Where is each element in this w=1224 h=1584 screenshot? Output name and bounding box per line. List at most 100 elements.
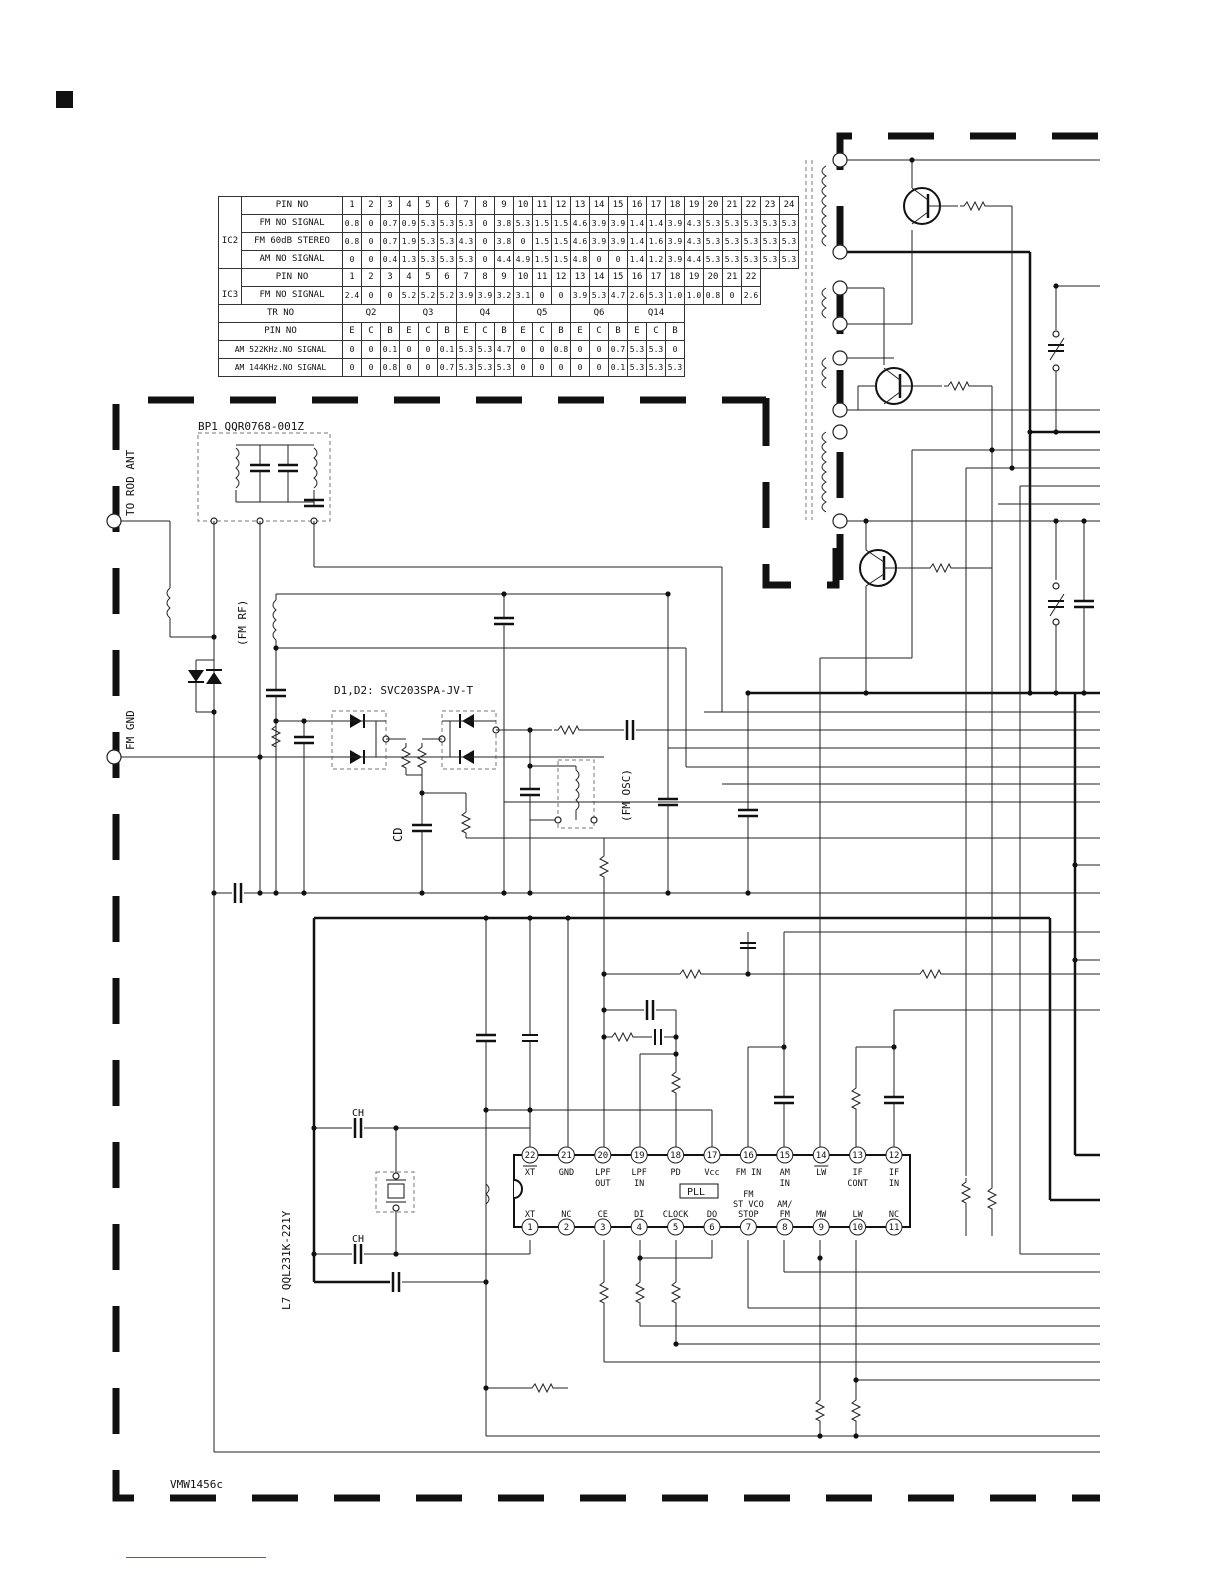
junction-dot	[483, 1279, 489, 1285]
drawing-code: VMW1456c	[170, 1478, 223, 1491]
voltage-cell: 0	[589, 358, 609, 377]
shield-frame-top	[836, 132, 1100, 580]
junction-dot	[673, 1034, 679, 1040]
pin-number: 9	[818, 1223, 823, 1233]
junction-dot	[1053, 283, 1059, 289]
junction-dot	[817, 1433, 823, 1439]
junction-dot	[211, 634, 217, 640]
pin-name: ST VCO	[733, 1200, 764, 1210]
voltage-cell: 0.1	[608, 358, 628, 377]
bp1-label: BP1 QQR0768-001Z	[198, 420, 304, 433]
pin-number: 6	[709, 1223, 714, 1233]
junction-dot	[665, 591, 671, 597]
pin-number: 20	[597, 1151, 608, 1161]
pin-name: IF	[889, 1168, 899, 1178]
junction-dot	[1072, 862, 1078, 868]
junction-dot	[1081, 518, 1087, 524]
pin-number: 7	[746, 1223, 751, 1233]
d1d2-label: D1,D2: SVC203SPA-JV-T	[334, 684, 473, 697]
pin-name: LW	[852, 1210, 863, 1220]
pin-number: 13	[852, 1151, 863, 1161]
pin-name: IN	[634, 1179, 644, 1189]
ic-pin-8: 8AM/FM	[776, 1200, 794, 1236]
pin-name: XT	[525, 1210, 535, 1220]
pin-name: NC	[561, 1210, 571, 1220]
pin-number: 10	[852, 1223, 863, 1233]
transistor-q-mid	[857, 367, 993, 1184]
rod-ant-label: TO ROD ANT	[124, 449, 137, 516]
pin-number: 1	[527, 1223, 532, 1233]
pin-name: AM	[780, 1168, 790, 1178]
cd-label: CD	[391, 828, 405, 842]
pin-name: FM	[780, 1210, 790, 1220]
junction-dot	[393, 1125, 399, 1131]
junction-dot	[601, 1007, 607, 1013]
voltage-cell: 5.3	[665, 358, 685, 377]
pin-number: 16	[743, 1151, 754, 1161]
pin-name: STOP	[738, 1210, 758, 1220]
pin-number: 15	[779, 1151, 790, 1161]
junction-dot	[601, 1034, 607, 1040]
junction-dot	[273, 645, 279, 651]
junction-dot	[637, 1255, 643, 1261]
crystal-box	[375, 1171, 415, 1213]
junction-dot	[745, 890, 751, 896]
junction-dot	[1081, 690, 1087, 696]
ch-label-bottom: CH	[352, 1234, 364, 1245]
pin-number: 2	[564, 1223, 569, 1233]
pin-name: MW	[816, 1210, 827, 1220]
junction-dot	[601, 971, 607, 977]
pin-name: OUT	[595, 1179, 610, 1189]
junction-dot	[863, 690, 869, 696]
ic-pin-1: 1 XT	[521, 1210, 539, 1236]
junction-dot	[501, 591, 507, 597]
junction-dot	[673, 1051, 679, 1057]
ic-pin-4: 4DI	[630, 1210, 648, 1236]
pin-name: AM/	[777, 1200, 792, 1210]
pin-name: NC	[889, 1210, 899, 1220]
ic-pin-2: 2 NC	[557, 1210, 575, 1236]
junction-dot	[527, 763, 533, 769]
bp1-coils	[235, 444, 326, 508]
junction-dot	[1027, 429, 1033, 435]
fm-osc-label: (FM OSC)	[620, 769, 633, 822]
pin-number: 21	[561, 1151, 572, 1161]
junction-dot	[909, 157, 915, 163]
junction-dot	[257, 890, 263, 896]
junction-dot	[673, 1341, 679, 1347]
pin-name: LPF	[595, 1168, 610, 1178]
voltage-cell: 5.3	[779, 250, 799, 269]
pin-name: DO	[707, 1210, 717, 1220]
row-label: AM 144KHz.NO SIGNAL	[218, 358, 343, 377]
fm-osc-coil-box	[557, 759, 595, 829]
pin-name: GND	[559, 1168, 574, 1178]
pin-name: IN	[780, 1179, 790, 1189]
junction-dot	[891, 1044, 897, 1050]
antenna-protection-diodes	[188, 521, 222, 1452]
transistor-q-bottom	[859, 521, 992, 693]
fm-rf-label: (FM RF)	[236, 600, 249, 646]
junction-dot	[527, 915, 533, 921]
junction-dot	[311, 1251, 317, 1257]
voltage-cell: 1.0	[684, 286, 704, 305]
junction-dot	[483, 915, 489, 921]
junction-dot	[1053, 429, 1059, 435]
